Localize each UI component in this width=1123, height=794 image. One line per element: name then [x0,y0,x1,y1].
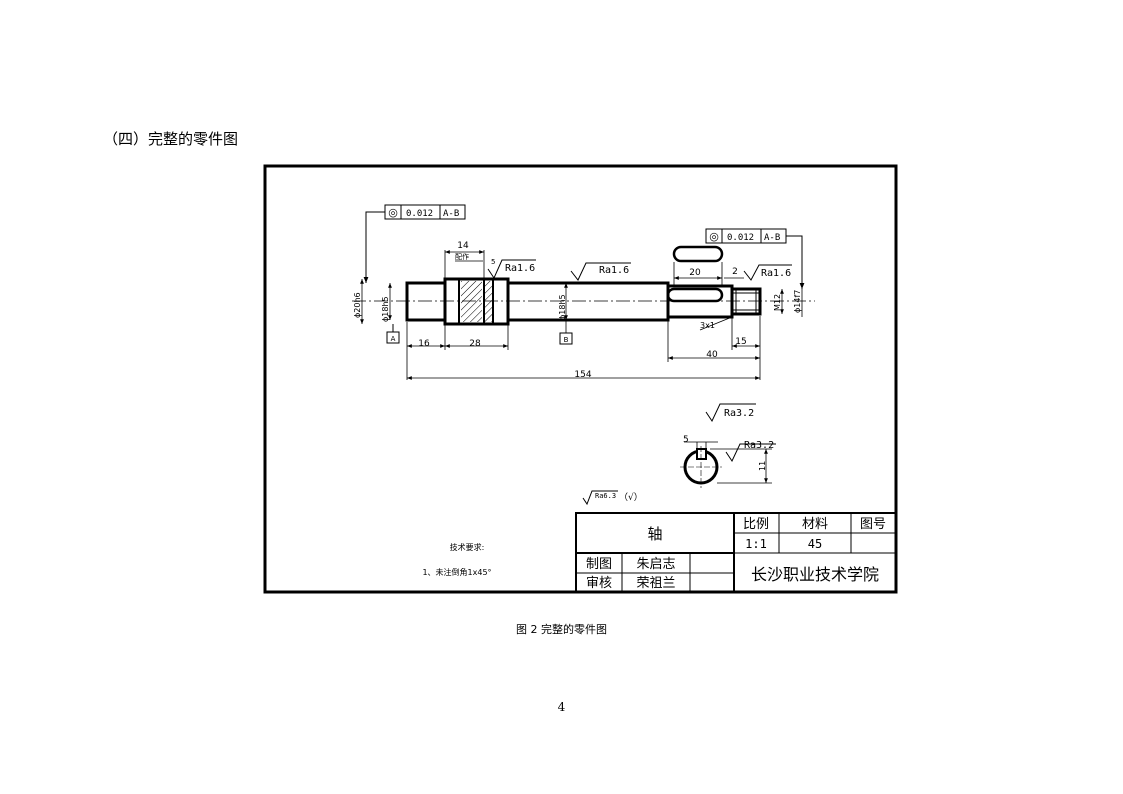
checked-by: 荣祖兰 [636,576,675,591]
roughness-symbols [487,259,792,506]
datum-a: A [391,335,396,343]
dim-key-depth: 11 [758,461,767,471]
keyway-section-view [680,441,772,488]
coaxiality-icon: ◎ [709,230,719,243]
dim-28: 28 [469,339,481,349]
page-number: 4 [557,700,566,714]
dimension-lines [360,250,803,380]
dim-dia-18a: ϕ18h5 [381,296,390,322]
dim-dia-18b: ϕ18h5 [558,294,567,320]
tech-req-item: 1、未注倒角1x45° [422,567,491,577]
dim-20: 20 [689,268,701,278]
dim-dia-20: ϕ20h6 [353,292,362,318]
tolerance-value: 0.012 [406,209,433,219]
dim-15: 15 [735,337,746,347]
section-heading: （四）完整的零件图 [103,130,239,148]
material-value: 45 [808,537,822,551]
tolerance-frame-right [705,228,805,289]
tolerance-frame-left [363,204,466,283]
shaft-main-view [352,245,815,326]
material-label: 材料 [802,517,828,532]
drawing-no-label: 图号 [860,517,886,532]
dim-16: 16 [418,339,430,349]
tolerance-datum: A-B [443,209,459,219]
tolerance-value: 0.012 [727,233,754,243]
tech-req-title: 技术要求: [450,542,485,552]
roughness-label: Ra3.2 [724,408,754,419]
dim-40: 40 [706,350,718,360]
roughness-label: Ra1.6 [505,263,535,274]
dim-2: 2 [732,267,738,277]
ratio-label: 比例 [743,517,769,532]
dim-key-width: 5 [683,435,689,445]
figure-caption: 图 2 完整的零件图 [516,623,607,636]
coaxiality-icon: ◎ [388,206,398,219]
general-roughness: Ra6.3 [595,492,616,500]
dim-thread: M12 [773,294,782,311]
general-roughness-suffix: （√） [619,492,643,503]
school-name: 长沙职业技术学院 [751,565,879,584]
datum-b: B [564,336,569,344]
drawn-label: 制图 [586,557,612,572]
drawn-by: 朱启志 [636,557,675,572]
tolerance-datum: A-B [764,233,780,243]
datum-markers [386,324,573,345]
ratio-value: 1:1 [745,537,767,551]
roughness-label: Ra3.2 [744,440,774,451]
checked-label: 审核 [586,576,612,591]
roughness-label: Ra1.6 [599,265,629,276]
dim-dia-14: ϕ14f7 [793,290,802,313]
title-block [575,512,897,593]
roughness-label: Ra1.6 [761,268,791,279]
dim-14: 14 [457,241,469,251]
part-name: 轴 [647,525,662,543]
dim-154: 154 [574,370,591,380]
mating-note: 配作 [455,252,469,261]
dim-chamfer: 3x1 [700,321,715,330]
dim-5: 5 [491,258,495,266]
